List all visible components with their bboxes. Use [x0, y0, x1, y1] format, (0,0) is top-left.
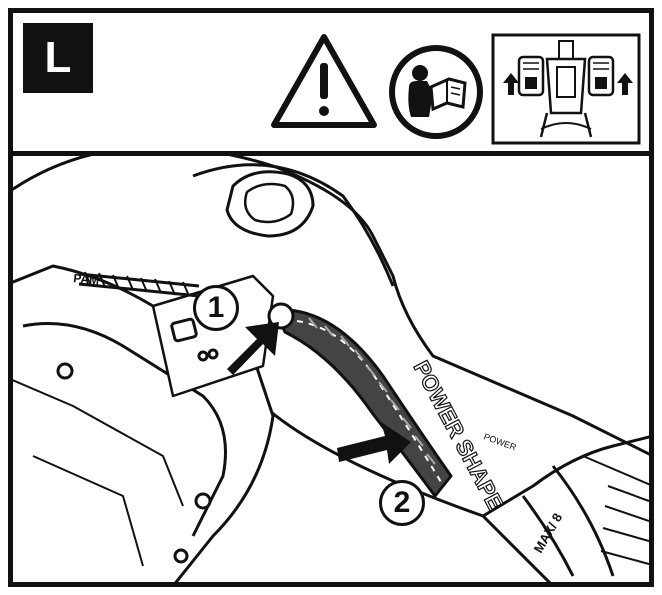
tool-illustration: POWER SHAPE POWER MAX/ 8 PAM 1 2 [13, 156, 649, 582]
callout-1: 1 [193, 285, 239, 331]
battery-lift-direction-icon [491, 33, 641, 145]
warning-triangle-icon [271, 34, 377, 128]
read-manual-icon [389, 45, 483, 139]
pull-arrow-icon [337, 422, 411, 464]
side-text: PAM [73, 271, 100, 288]
header-bar: L [13, 13, 649, 156]
callout-1-label: 1 [207, 291, 225, 324]
tool-drawing: POWER SHAPE POWER MAX/ 8 PAM [13, 156, 649, 582]
callout-2-label: 2 [393, 486, 411, 519]
lift-arrow-icon [227, 322, 279, 375]
callout-2: 2 [379, 480, 425, 526]
instruction-panel: L [8, 8, 654, 587]
step-label: L [23, 23, 93, 93]
